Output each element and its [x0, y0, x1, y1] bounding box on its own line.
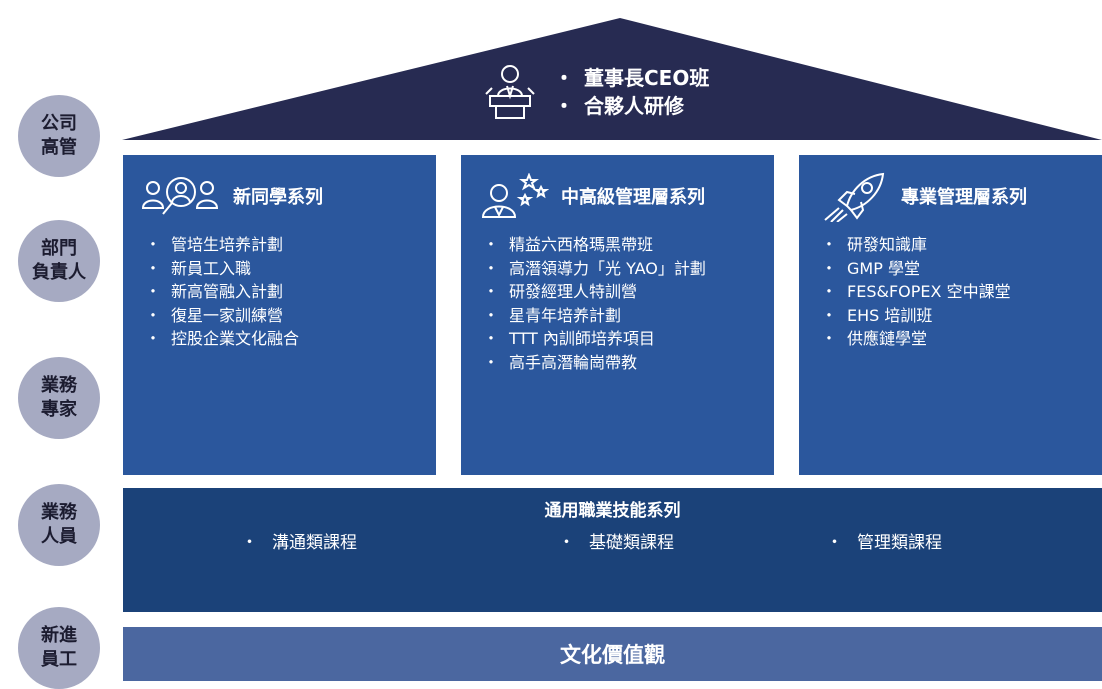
column-title: 專業管理層系列 [901, 187, 1027, 208]
column-header: 中高級管理層系列 [479, 173, 705, 219]
list-item: 管培生培养計劃 [145, 233, 299, 257]
list-item: 新員工入職 [145, 257, 299, 281]
list-item: EHS 培訓班 [821, 304, 1011, 328]
general-skills-item: 基礎類課程 [558, 528, 674, 553]
general-skills-title: 通用職業技能系列 [544, 501, 681, 521]
list-item: FES&FOPEX 空中課堂 [821, 280, 1011, 304]
rocket-icon [817, 170, 889, 222]
list-item: 高潛領導力「光 YAO」計劃 [483, 257, 706, 281]
column-title: 新同學系列 [233, 187, 323, 208]
column-header: 新同學系列 [141, 173, 323, 219]
list-item: 供應鏈學堂 [821, 327, 1011, 351]
level-circle-executive: 公司 高管 [18, 95, 100, 177]
column-new-classmates: 新同學系列 管培生培养計劃 新員工入職 新高管融入計劃 復星一家訓練營 控股企業… [123, 155, 436, 475]
level-circle-department-head: 部門 負責人 [18, 220, 100, 302]
column-mid-senior-management: 中高級管理層系列 精益六西格瑪黑帶班 高潛領導力「光 YAO」計劃 研發經理人特… [461, 155, 774, 475]
column-header: 專業管理層系列 [817, 170, 1027, 222]
list-item: 高手高潛輪崗帶教 [483, 351, 706, 375]
column-professional-management: 專業管理層系列 研發知識庫 GMP 學堂 FES&FOPEX 空中課堂 EHS … [799, 155, 1102, 475]
column-items: 研發知識庫 GMP 學堂 FES&FOPEX 空中課堂 EHS 培訓班 供應鏈學… [821, 233, 1011, 351]
roof-items: 董事長CEO班 合夥人研修 [554, 64, 709, 120]
roof-content: 董事長CEO班 合夥人研修 [480, 60, 709, 124]
list-item: 復星一家訓練營 [145, 304, 299, 328]
leader-stars-icon [479, 173, 549, 219]
general-skills-band: 通用職業技能系列 溝通類課程 基礎類課程 管理類課程 [123, 488, 1102, 612]
speaker-podium-icon [480, 62, 540, 122]
level-circle-staff: 業務 人員 [18, 484, 100, 566]
people-search-icon [141, 174, 221, 218]
column-items: 管培生培养計劃 新員工入職 新高管融入計劃 復星一家訓練營 控股企業文化融合 [145, 233, 299, 351]
list-item: GMP 學堂 [821, 257, 1011, 281]
roof-item: 董事長CEO班 [554, 64, 709, 92]
level-circle-new-hire: 新進 員工 [18, 607, 100, 689]
list-item: 控股企業文化融合 [145, 327, 299, 351]
list-item: 新高管融入計劃 [145, 280, 299, 304]
level-circle-specialist: 業務 專家 [18, 357, 100, 439]
roof-item: 合夥人研修 [554, 92, 709, 120]
list-item: 星青年培养計劃 [483, 304, 706, 328]
list-item: 研發經理人特訓營 [483, 280, 706, 304]
list-item: 研發知識庫 [821, 233, 1011, 257]
list-item: TTT 內訓師培养項目 [483, 327, 706, 351]
culture-values-band: 文化價值觀 [123, 627, 1102, 681]
list-item: 精益六西格瑪黑帶班 [483, 233, 706, 257]
column-title: 中高級管理層系列 [561, 187, 705, 208]
general-skills-item: 溝通類課程 [241, 528, 357, 553]
general-skills-item: 管理類課程 [826, 528, 942, 553]
column-items: 精益六西格瑪黑帶班 高潛領導力「光 YAO」計劃 研發經理人特訓營 星青年培养計… [483, 233, 706, 374]
